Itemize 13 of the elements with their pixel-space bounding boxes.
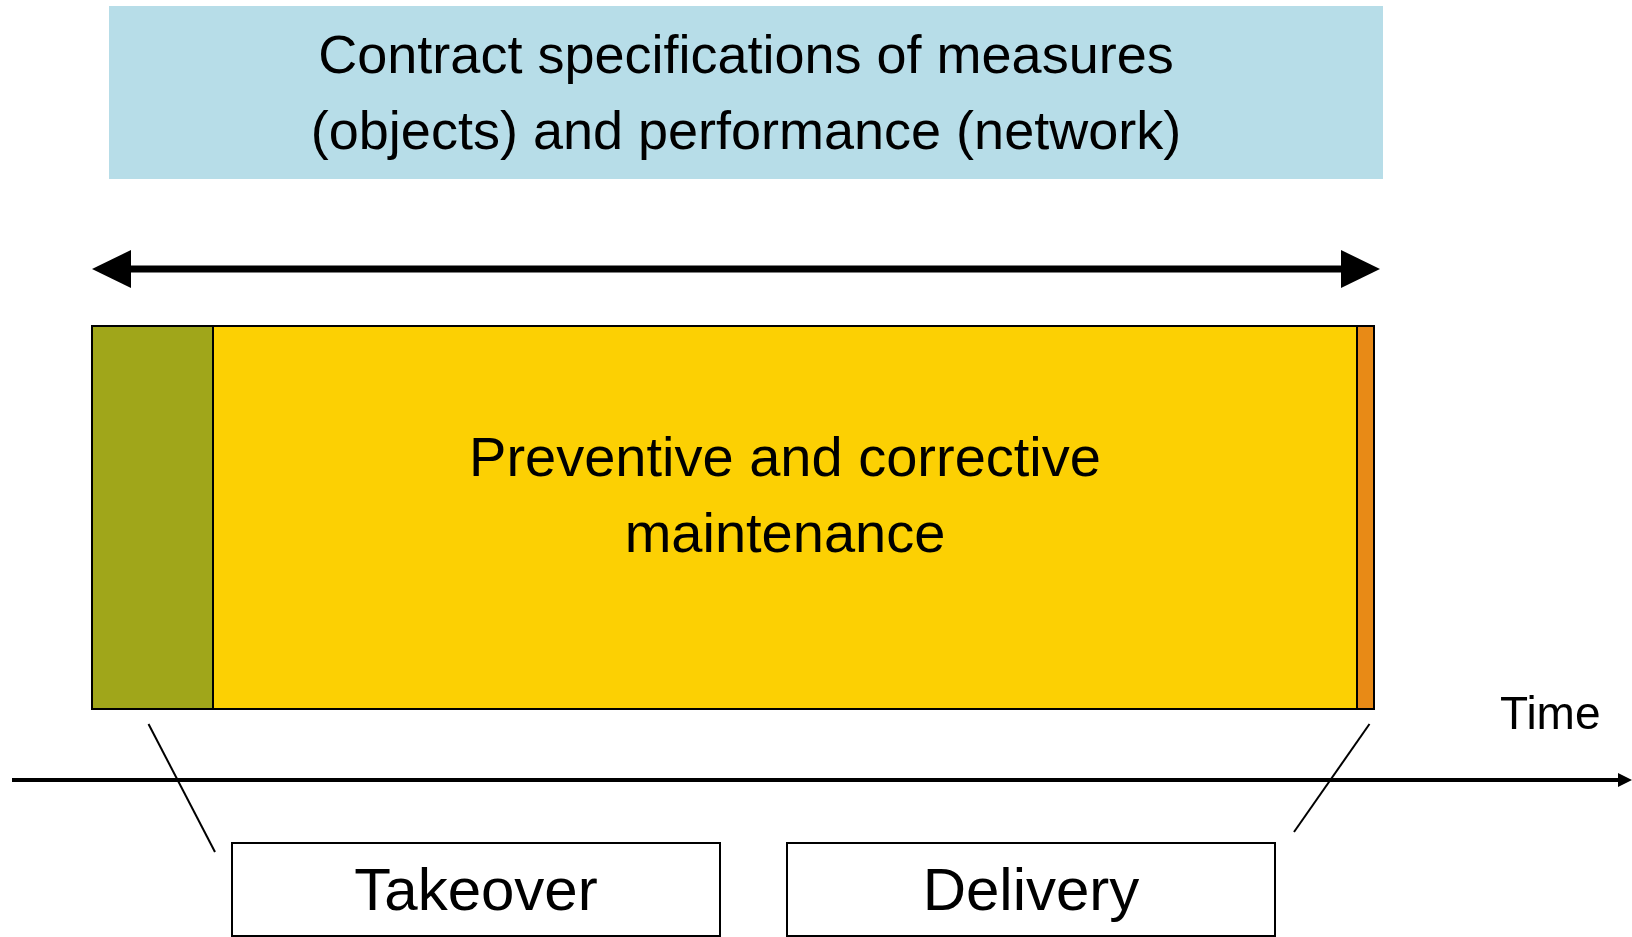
- leader-line: [147, 723, 216, 853]
- phase-bar: [1356, 325, 1375, 710]
- phase-bar: [91, 325, 214, 710]
- node-text: Preventive and corrective maintenance: [468, 423, 1102, 566]
- axis-label: Time: [1500, 686, 1601, 740]
- leader-line: [1293, 723, 1371, 833]
- milestone-box: [786, 842, 1276, 937]
- node-text: Takeover: [354, 854, 598, 925]
- milestone-box: [231, 842, 721, 937]
- process-box: [212, 325, 1358, 710]
- node-text: Contract specifications of measures (objects) and performance (network): [309, 22, 1183, 162]
- node-text: Delivery: [922, 854, 1140, 925]
- title-banner: [109, 6, 1383, 179]
